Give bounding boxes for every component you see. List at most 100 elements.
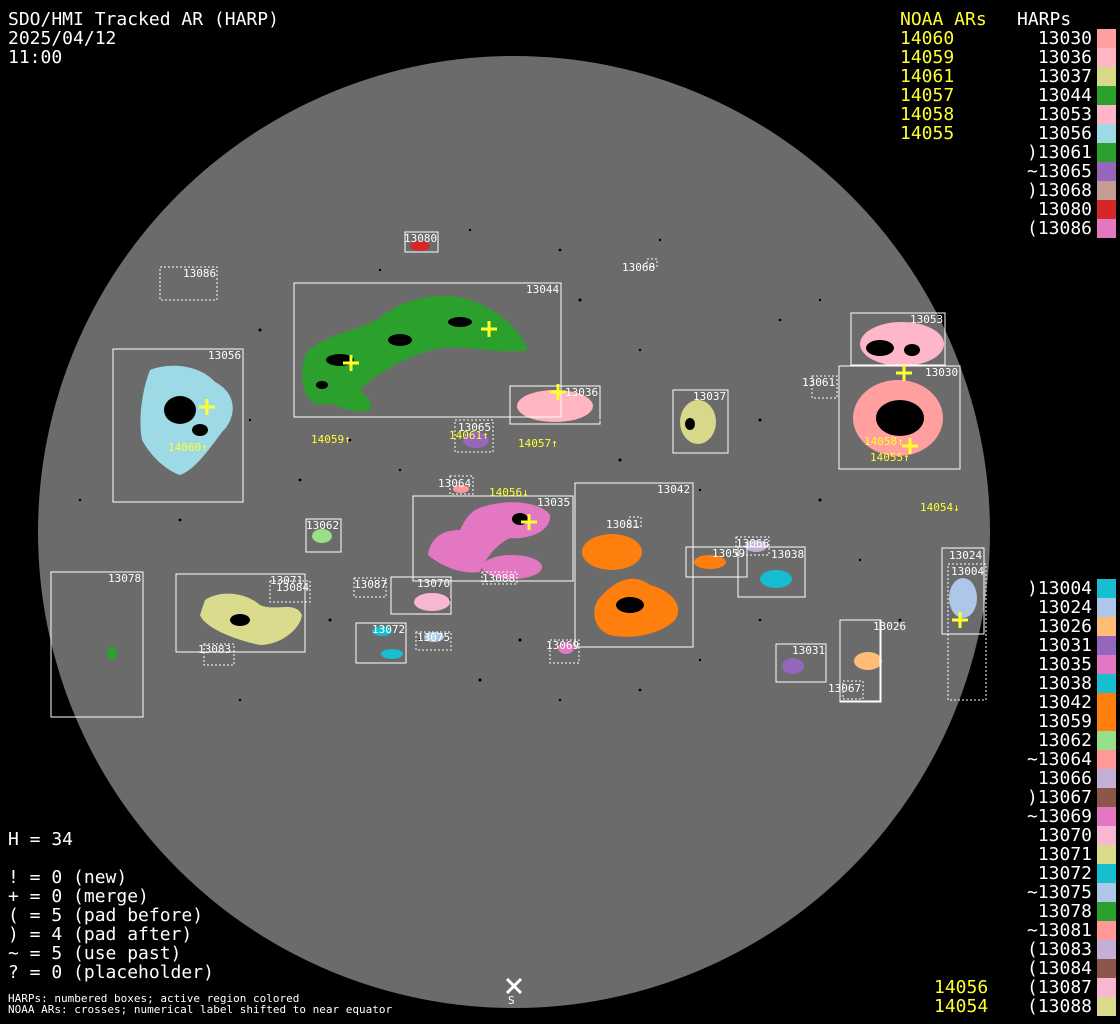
noaa-list-item: 14060 — [900, 28, 955, 49]
harp-list-item: )13004 — [976, 579, 1116, 598]
harp-list-label: (13084 — [1026, 958, 1092, 979]
harp-list-label: 13030 — [1037, 28, 1092, 49]
noaa-label-14058: 14058↑ — [864, 435, 904, 448]
region-13062 — [312, 529, 332, 543]
harp-list-item: ~13081 — [976, 921, 1116, 940]
harp-color-swatch — [1097, 124, 1116, 143]
sunspot-clusters — [164, 317, 924, 626]
harp-color-swatch — [1097, 883, 1116, 902]
noaa-list-title: NOAA ARs — [900, 9, 987, 30]
label-13066: 13066 — [736, 537, 770, 550]
region-13065 — [463, 432, 489, 448]
harp-list-label: 13062 — [1037, 730, 1092, 751]
harp-list-label: 13035 — [1037, 654, 1092, 675]
harp-list-label: 13066 — [1037, 768, 1092, 789]
harp-list-label: ~13064 — [1026, 749, 1092, 770]
time-label: 11:00 — [8, 47, 63, 68]
harp-list-label: 13078 — [1037, 901, 1092, 922]
legend-note-harps: HARPs: numbered boxes; active region col… — [8, 992, 300, 1005]
harp-color-swatch — [1097, 200, 1116, 219]
harp-list-label: 13038 — [1037, 673, 1092, 694]
label-13035: 13035 — [537, 496, 571, 509]
south-marker-icon — [505, 977, 523, 995]
noaa-list-item: 14057 — [900, 85, 955, 106]
harp-list-label: 13036 — [1037, 47, 1092, 68]
harp-color-swatch — [1097, 769, 1116, 788]
harp-color-swatch — [1097, 181, 1116, 200]
label-13065: 13065 — [458, 421, 492, 434]
harp-list-item: 13042 — [976, 693, 1116, 712]
label-13083: 13083 — [198, 643, 232, 656]
harp-list-label: (13087 — [1026, 977, 1092, 998]
harp-list-label: 13031 — [1037, 635, 1092, 656]
harp-list-item: 13030 — [976, 29, 1116, 48]
region-13066 — [745, 540, 767, 552]
harp-color-swatch — [1097, 940, 1116, 959]
date-label: 2025/04/12 — [8, 28, 117, 49]
label-13030: 13030 — [925, 366, 959, 379]
label-13072: 13072 — [372, 623, 406, 636]
harp-color-swatch — [1097, 598, 1116, 617]
harp-color-swatch — [1097, 921, 1116, 940]
harp-list-item: (13087 — [976, 978, 1116, 997]
region-13080 — [410, 241, 430, 251]
harp-list-item: 13062 — [976, 731, 1116, 750]
harp-list-label: 13053 — [1037, 104, 1092, 125]
label-13084: 13084 — [276, 581, 310, 594]
harp-list-label: )13061 — [1026, 142, 1092, 163]
harp-list-item: (13084 — [976, 959, 1116, 978]
noaa-list-item: 14061 — [900, 66, 955, 87]
harp-color-swatch — [1097, 674, 1116, 693]
harp-color-swatch — [1097, 788, 1116, 807]
harp-color-swatch — [1097, 655, 1116, 674]
harp-list-item: 13072 — [976, 864, 1116, 883]
label-13067: 13067 — [828, 682, 862, 695]
noaa-label-14059: 14059↑ — [311, 433, 351, 446]
harp-list-label: ~13065 — [1026, 161, 1092, 182]
harp-list-item: 13071 — [976, 845, 1116, 864]
label-13056: 13056 — [208, 349, 242, 362]
harp-color-swatch — [1097, 29, 1116, 48]
region-13072a — [372, 626, 392, 636]
region-13071 — [200, 593, 302, 645]
harp-list-item: 13053 — [976, 105, 1116, 124]
active-regions — [107, 241, 977, 674]
noaa-label-14061: 14061↑ — [449, 429, 489, 442]
label-13070: 13070 — [417, 577, 451, 590]
label-13075: 13075 — [417, 631, 451, 644]
noaa-label-14060: 14060↑ — [168, 441, 208, 454]
harp-list-item: 13036 — [976, 48, 1116, 67]
harp-list-item: ~13069 — [976, 807, 1116, 826]
harp-list-label: 13056 — [1037, 123, 1092, 144]
label-13042: 13042 — [657, 483, 691, 496]
region-13042-a — [582, 534, 642, 570]
harp-list-item: )13068 — [976, 181, 1116, 200]
harp-color-swatch — [1097, 978, 1116, 997]
legend-note-noaa: NOAA ARs: crosses; numerical label shift… — [8, 1003, 393, 1016]
harp-color-swatch — [1097, 86, 1116, 105]
harp-list-item: ~13065 — [976, 162, 1116, 181]
noaa-list-item: 14059 — [900, 47, 955, 68]
label-13061: 13061 — [802, 376, 836, 389]
label-13037: 13037 — [693, 390, 727, 403]
harp-list-item: 13059 — [976, 712, 1116, 731]
harp-color-swatch — [1097, 864, 1116, 883]
label-13086: 13086 — [183, 267, 217, 280]
label-13071: 13071 — [270, 574, 304, 587]
harp-color-swatch — [1097, 636, 1116, 655]
harp-color-swatch — [1097, 807, 1116, 826]
harp-color-swatch — [1097, 845, 1116, 864]
harp-boxes — [50, 231, 985, 718]
label-13038: 13038 — [771, 548, 805, 561]
harp-list-label: 13070 — [1037, 825, 1092, 846]
harp-list-item: 13024 — [976, 598, 1116, 617]
harp-list-label: )13004 — [1026, 578, 1092, 599]
label-13068: 13068 — [622, 261, 656, 274]
harp-color-swatch — [1097, 902, 1116, 921]
stat-new: ! = 0 (new) — [8, 867, 128, 888]
harp-list-label: 13059 — [1037, 711, 1092, 732]
noaa-list-item: 14058 — [900, 104, 955, 125]
harp-color-swatch — [1097, 617, 1116, 636]
